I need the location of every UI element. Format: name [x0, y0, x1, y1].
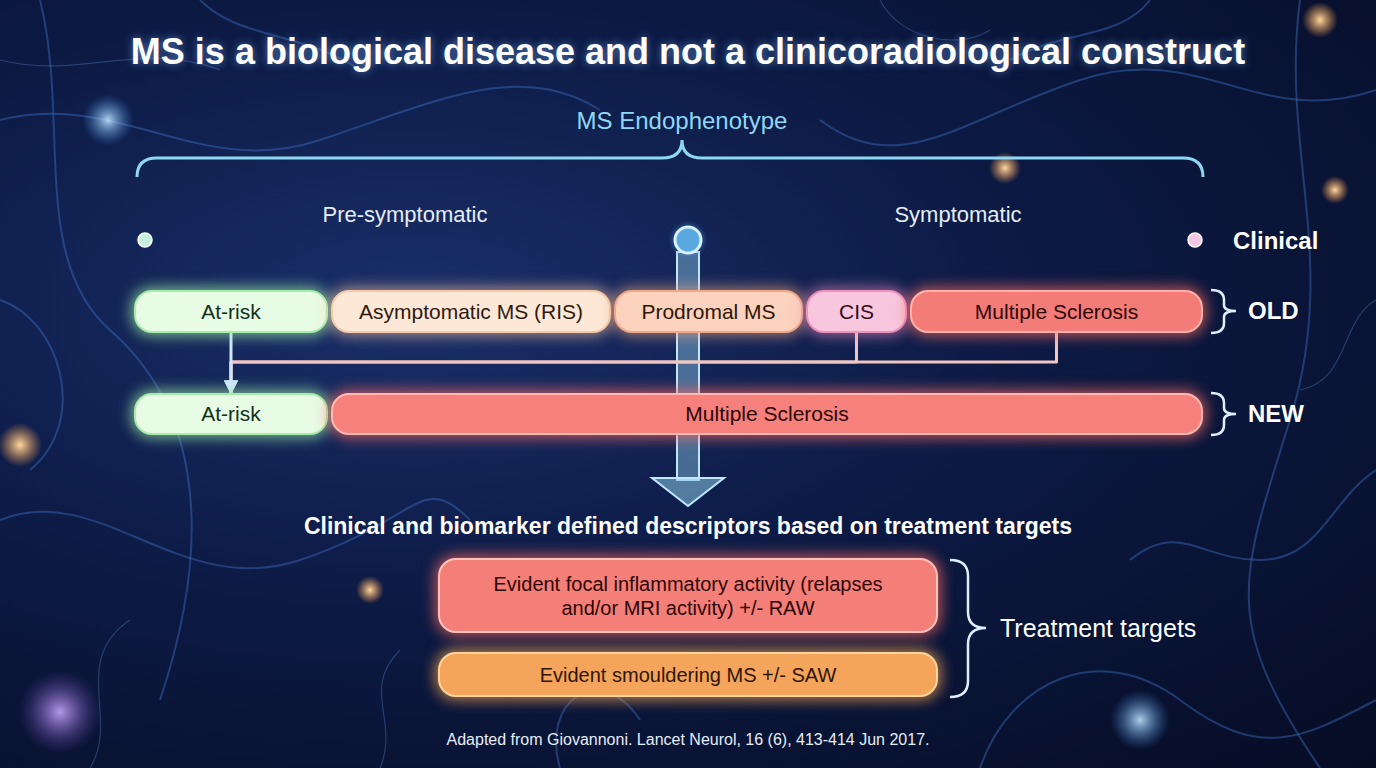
glow-dot — [0, 423, 42, 467]
timeline-glow — [668, 220, 708, 260]
section-heading: Clinical and biomarker defined descripto… — [304, 513, 1072, 541]
state-box: Multiple Sclerosis — [331, 393, 1203, 435]
timeline-end — [1188, 233, 1202, 247]
box-label: Evident focal inflammatory activity (rel… — [493, 572, 883, 620]
curly-brace — [950, 560, 986, 697]
box-label: Evident smouldering MS +/- SAW — [540, 663, 837, 687]
group-label: MS Endophenotype — [577, 107, 788, 136]
bracket-label: Treatment targets — [1000, 613, 1196, 643]
neuron-cell — [1110, 690, 1170, 750]
timeline-end — [138, 233, 152, 247]
neuron-cell — [82, 94, 134, 146]
glow-dot — [1302, 2, 1338, 38]
box-label: Prodromal MS — [641, 299, 775, 324]
state-box: Asymptomatic MS (RIS) — [331, 290, 611, 333]
state-box: At-risk — [134, 290, 328, 333]
box-label: CIS — [839, 299, 874, 324]
state-box: At-risk — [134, 393, 328, 435]
neuron-cell — [18, 670, 102, 754]
glow-dot — [356, 576, 384, 604]
box-label: Multiple Sclerosis — [685, 401, 848, 426]
phase-label: Pre-symptomatic — [322, 202, 487, 228]
glow-dot — [1321, 176, 1349, 204]
row-label: NEW — [1248, 400, 1304, 429]
box-label: At-risk — [201, 299, 261, 324]
connector-arrow — [231, 333, 1057, 393]
state-box: Evident smouldering MS +/- SAW — [438, 652, 938, 697]
state-box: CIS — [806, 290, 907, 333]
state-box: Multiple Sclerosis — [910, 290, 1203, 333]
caption: Adapted from Giovannoni. Lancet Neurol, … — [447, 730, 930, 749]
row-label: OLD — [1248, 297, 1299, 326]
box-label: At-risk — [201, 401, 261, 426]
state-box: Prodromal MS — [614, 290, 803, 333]
curly-brace — [1211, 393, 1236, 435]
box-label: Multiple Sclerosis — [975, 299, 1138, 324]
timeline-node — [675, 227, 701, 253]
curly-brace — [137, 140, 1203, 177]
curly-brace — [1211, 290, 1236, 333]
box-label: Asymptomatic MS (RIS) — [359, 299, 583, 324]
state-box: Evident focal inflammatory activity (rel… — [438, 558, 938, 633]
phase-label: Symptomatic — [894, 202, 1021, 228]
connector-arrow — [230, 333, 233, 393]
title: MS is a biological disease and not a cli… — [0, 30, 1376, 73]
row-label: Clinical — [1233, 227, 1318, 256]
